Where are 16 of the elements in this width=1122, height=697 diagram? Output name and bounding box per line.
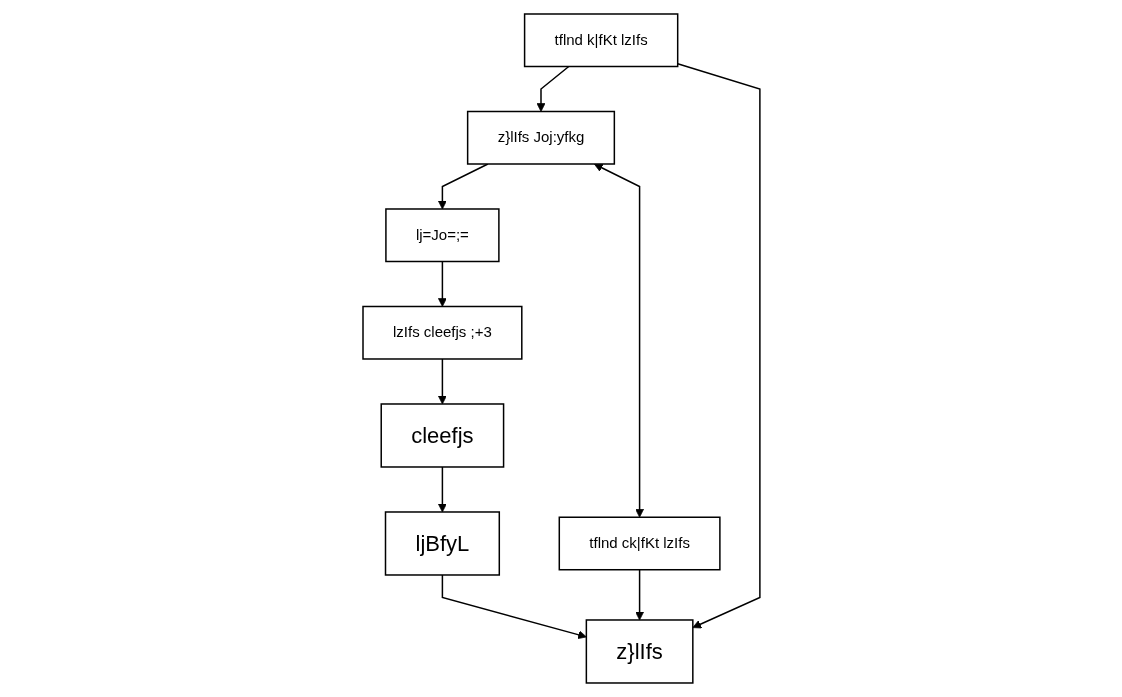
arrow [437,358,447,405]
node-box: z}lIfs [585,619,694,684]
arrow [676,63,761,629]
arrow [437,260,447,307]
node-box: ljBfyL [384,511,500,576]
node-box: lzIfs cleefjs ;+3 [361,305,523,360]
arrow [593,163,644,518]
node-box: tflnd ck|fKt lzIfs [558,516,721,571]
arrow [437,466,447,513]
node-box: cleefjs [380,403,504,468]
arrow [634,569,644,621]
arrow [536,65,570,112]
arrow [437,163,489,210]
node-box: tflnd k|fKt lzIfs [523,13,678,68]
node-box: lj=Jo=;= [384,208,500,263]
node-box: z}lIfs Joj:yfkg [466,110,615,165]
